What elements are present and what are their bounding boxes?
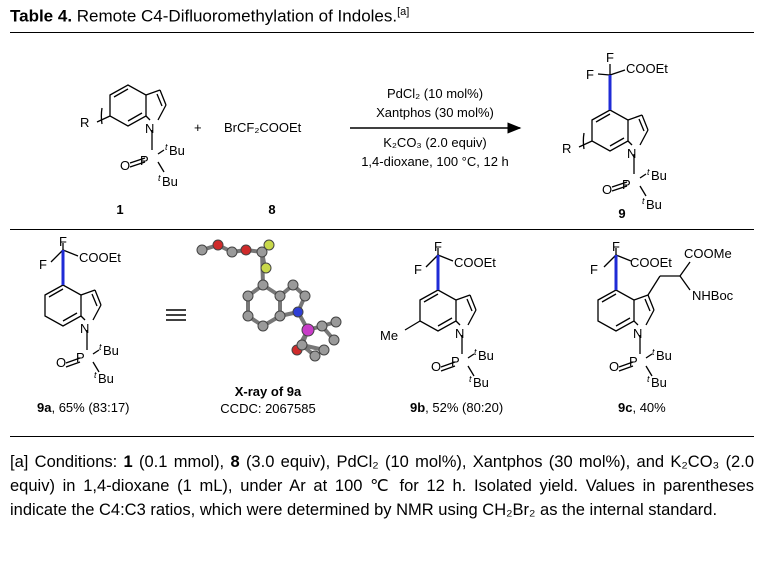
n-atom-1: N bbox=[145, 121, 154, 136]
r-group-label-9: R bbox=[562, 141, 571, 156]
caption-ccdc: CCDC: 2067585 bbox=[220, 401, 315, 416]
tbu-9a-2: Bu bbox=[98, 371, 114, 386]
footnote-compound-1: 1 bbox=[123, 453, 133, 471]
o-atom-9b: O bbox=[431, 359, 441, 374]
tbu-9c-1: Bu bbox=[656, 348, 672, 363]
caption-9a: 9a, 65% (83:17) bbox=[37, 400, 130, 415]
p-atom-9a: P bbox=[76, 350, 85, 365]
n-atom-9: N bbox=[627, 146, 636, 161]
tbu-t-9a-1: t bbox=[99, 342, 102, 352]
tbu-t-9c-2: t bbox=[647, 374, 650, 384]
caption-xray: X-ray of 9a bbox=[235, 384, 302, 399]
cooet-9c: COOEt bbox=[630, 255, 672, 270]
f-atom-9c-1: F bbox=[612, 239, 620, 254]
tbu-t-1a: t bbox=[165, 142, 168, 152]
substrate-1-structure bbox=[96, 84, 167, 173]
n-atom-9b: N bbox=[455, 326, 464, 341]
tbu-9b-2: Bu bbox=[473, 375, 489, 390]
cooet-9: COOEt bbox=[626, 61, 668, 76]
condition-ligand: Xantphos (30 mol%) bbox=[376, 105, 494, 120]
p-atom-9c: P bbox=[629, 354, 638, 369]
tbu-9a: Bu bbox=[651, 168, 667, 183]
reaction-scheme: R N P O t Bu t Bu + BrCF₂COOEt PdCl₂ (10… bbox=[37, 50, 734, 416]
plus-sign: + bbox=[194, 120, 202, 135]
tbu-9a-1: Bu bbox=[103, 343, 119, 358]
methyl-9b: Me bbox=[380, 328, 398, 343]
coome-9c: COOMe bbox=[684, 246, 732, 261]
middle-rule bbox=[10, 229, 754, 230]
caption-9c: 9c, 40% bbox=[618, 400, 666, 415]
tbu-9b-1: Bu bbox=[478, 348, 494, 363]
compound-label-9: 9 bbox=[618, 206, 625, 221]
footnote-text-1: Conditions: bbox=[28, 453, 124, 471]
table-title: Table 4. Remote C4-Difluoromethylation o… bbox=[10, 6, 409, 27]
f-atom-9a: F bbox=[606, 50, 614, 65]
xray-structure-image bbox=[196, 239, 342, 362]
o-atom-1: O bbox=[120, 158, 130, 173]
table-footnote: [a] Conditions: 1 (0.1 mmol), 8 (3.0 equ… bbox=[10, 450, 754, 522]
tbu-t-9b: t bbox=[642, 196, 645, 206]
f-atom-9c-2: F bbox=[590, 262, 598, 277]
o-atom-9c: O bbox=[609, 359, 619, 374]
condition-solvent: 1,4-dioxane, 100 °C, 12 h bbox=[361, 154, 509, 169]
f-atom-9b-2: F bbox=[414, 262, 422, 277]
f-atom-9b: F bbox=[586, 67, 594, 82]
tbu-t-9b-1: t bbox=[474, 347, 477, 357]
p-atom-9b: P bbox=[451, 354, 460, 369]
condition-base: K₂CO₃ (2.0 equiv) bbox=[383, 135, 487, 150]
top-rule bbox=[10, 32, 754, 33]
footnote-compound-8: 8 bbox=[230, 453, 240, 471]
tbu-t-9b-2: t bbox=[469, 374, 472, 384]
p-atom-9: P bbox=[622, 177, 631, 192]
cooet-9a: COOEt bbox=[79, 250, 121, 265]
tbu-1a: Bu bbox=[169, 143, 185, 158]
tbu-t-9a: t bbox=[647, 167, 650, 177]
r-group-label-1: R bbox=[80, 115, 89, 130]
condition-catalyst: PdCl₂ (10 mol%) bbox=[387, 86, 483, 101]
tbu-1b: Bu bbox=[162, 174, 178, 189]
tbu-9b: Bu bbox=[646, 197, 662, 212]
caption-9b: 9b, 52% (80:20) bbox=[410, 400, 503, 415]
cooet-9b: COOEt bbox=[454, 255, 496, 270]
f-atom-9a-2: F bbox=[39, 257, 47, 272]
footnote-text-3: (3.0 equiv), PdCl₂ (10 mol%), Xantphos (… bbox=[10, 453, 754, 519]
title-note-mark: [a] bbox=[397, 6, 410, 18]
compound-label-8: 8 bbox=[268, 202, 275, 217]
compound-label-1: 1 bbox=[116, 202, 123, 217]
footnote-mark: [a] bbox=[10, 453, 29, 471]
f-atom-9a-1: F bbox=[59, 234, 67, 249]
footnote-text-2: (0.1 mmol), bbox=[132, 453, 231, 471]
tbu-t-9c-1: t bbox=[652, 347, 655, 357]
product-9a-structure bbox=[44, 243, 102, 373]
p-atom-1: P bbox=[140, 153, 149, 168]
bottom-rule bbox=[10, 436, 754, 437]
tbu-9c-2: Bu bbox=[651, 375, 667, 390]
equivalence-sign bbox=[166, 309, 186, 321]
table-label: Table 4. bbox=[10, 6, 73, 26]
reagent-8-formula: BrCF₂COOEt bbox=[224, 120, 302, 135]
n-atom-9c: N bbox=[633, 326, 642, 341]
tbu-t-1b: t bbox=[158, 173, 161, 183]
product-9-structure bbox=[578, 64, 649, 197]
o-atom-9a: O bbox=[56, 355, 66, 370]
nhboc-9c: NHBoc bbox=[692, 288, 734, 303]
f-atom-9b-1: F bbox=[434, 239, 442, 254]
o-atom-9: O bbox=[602, 182, 612, 197]
tbu-t-9a-2: t bbox=[94, 370, 97, 380]
table-title-text: Remote C4-Difluoromethylation of Indoles… bbox=[76, 6, 398, 26]
n-atom-9a: N bbox=[80, 321, 89, 336]
